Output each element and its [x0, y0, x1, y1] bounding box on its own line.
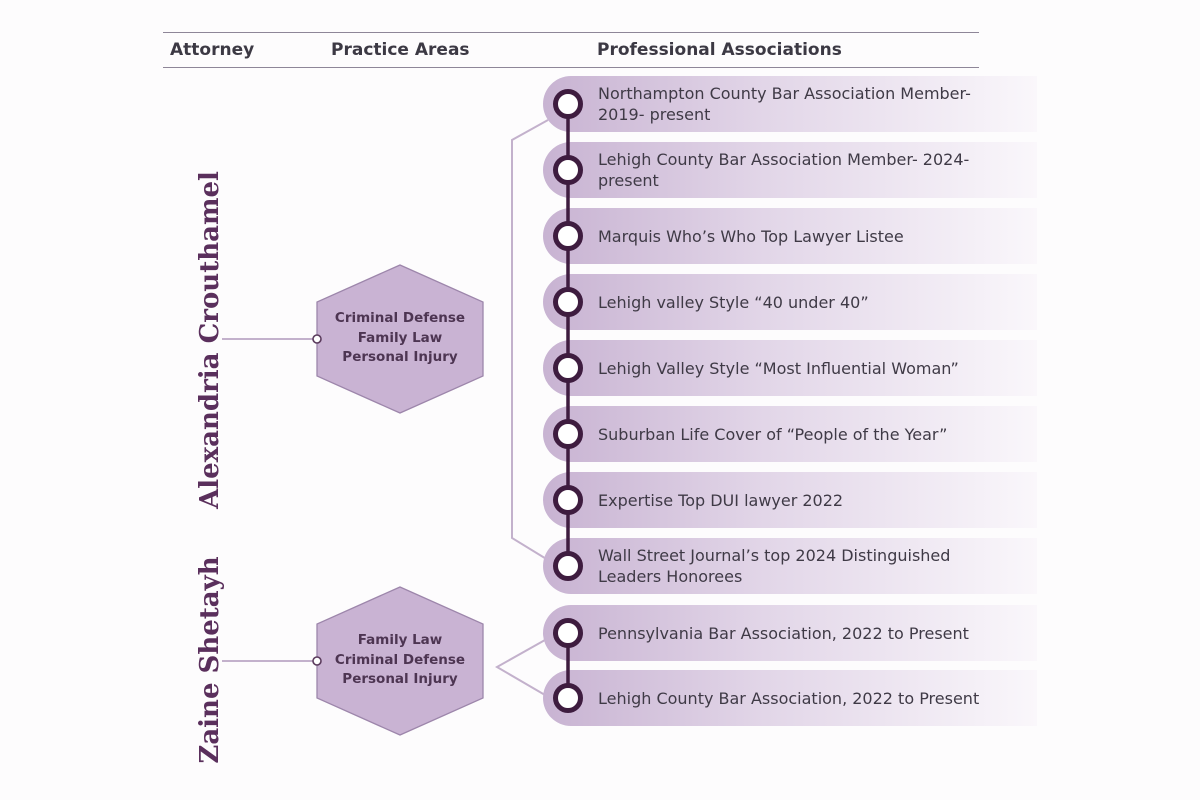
header-attorney: Attorney	[170, 40, 255, 60]
association-item: Lehigh Valley Style “Most Influential Wo…	[543, 340, 1037, 396]
timeline-marker	[553, 618, 583, 648]
timeline-marker	[553, 287, 583, 317]
header-practice-areas: Practice Areas	[331, 40, 470, 60]
timeline-marker	[553, 683, 583, 713]
practice-area: Criminal Defense	[334, 310, 466, 326]
association-bracket	[494, 639, 546, 696]
association-item: Lehigh valley Style “40 under 40”	[543, 274, 1037, 330]
header-top-rule	[163, 32, 979, 33]
association-item: Pennsylvania Bar Association, 2022 to Pr…	[543, 605, 1037, 661]
practice-area: Personal Injury	[342, 349, 458, 365]
association-bracket	[511, 119, 549, 561]
association-item: Marquis Who’s Who Top Lawyer Listee	[543, 208, 1037, 264]
association-text: Expertise Top DUI lawyer 2022	[598, 490, 844, 510]
association-text: Lehigh County Bar Association, 2022 to P…	[598, 688, 980, 708]
association-text: Wall Street Journal’s top 2024 Distingui…	[598, 546, 951, 586]
timeline-marker	[553, 419, 583, 449]
practice-area-hexagon	[316, 264, 484, 414]
association-text: Northampton County Bar Association Membe…	[598, 84, 971, 124]
header-professional-associations: Professional Associations	[597, 40, 842, 60]
association-item: Wall Street Journal’s top 2024 Distingui…	[543, 538, 1037, 594]
practice-areas-label: Criminal Defense Family Law Personal Inj…	[315, 309, 485, 368]
header-bottom-rule	[163, 67, 979, 68]
connector-node	[312, 656, 322, 666]
practice-areas-label: Family Law Criminal Defense Personal Inj…	[315, 631, 485, 690]
timeline-marker	[553, 551, 583, 581]
timeline-marker	[553, 221, 583, 251]
timeline-marker	[553, 485, 583, 515]
practice-area: Criminal Defense	[334, 651, 466, 668]
association-text: Lehigh valley Style “40 under 40”	[598, 292, 869, 312]
association-item: Suburban Life Cover of “People of the Ye…	[543, 406, 1037, 462]
association-item: Expertise Top DUI lawyer 2022	[543, 472, 1037, 528]
association-item: Lehigh County Bar Association, 2022 to P…	[543, 670, 1037, 726]
practice-area: Family Law	[357, 329, 443, 346]
connector-node	[312, 334, 322, 344]
practice-area: Personal Injury	[342, 671, 458, 687]
association-text: Pennsylvania Bar Association, 2022 to Pr…	[598, 623, 969, 643]
timeline-marker	[553, 89, 583, 119]
association-text: Marquis Who’s Who Top Lawyer Listee	[598, 226, 904, 246]
practice-area-hexagon	[316, 586, 484, 736]
association-item: Lehigh County Bar Association Member- 20…	[543, 142, 1037, 198]
timeline-marker	[553, 353, 583, 383]
timeline-markers	[553, 89, 583, 713]
association-text: Lehigh Valley Style “Most Influential Wo…	[598, 358, 959, 378]
association-text: Lehigh County Bar Association Member- 20…	[598, 150, 970, 190]
association-item: Northampton County Bar Association Membe…	[543, 76, 1037, 132]
association-text: Suburban Life Cover of “People of the Ye…	[598, 424, 948, 444]
practice-area: Family Law	[357, 632, 443, 648]
timeline-marker	[553, 155, 583, 185]
